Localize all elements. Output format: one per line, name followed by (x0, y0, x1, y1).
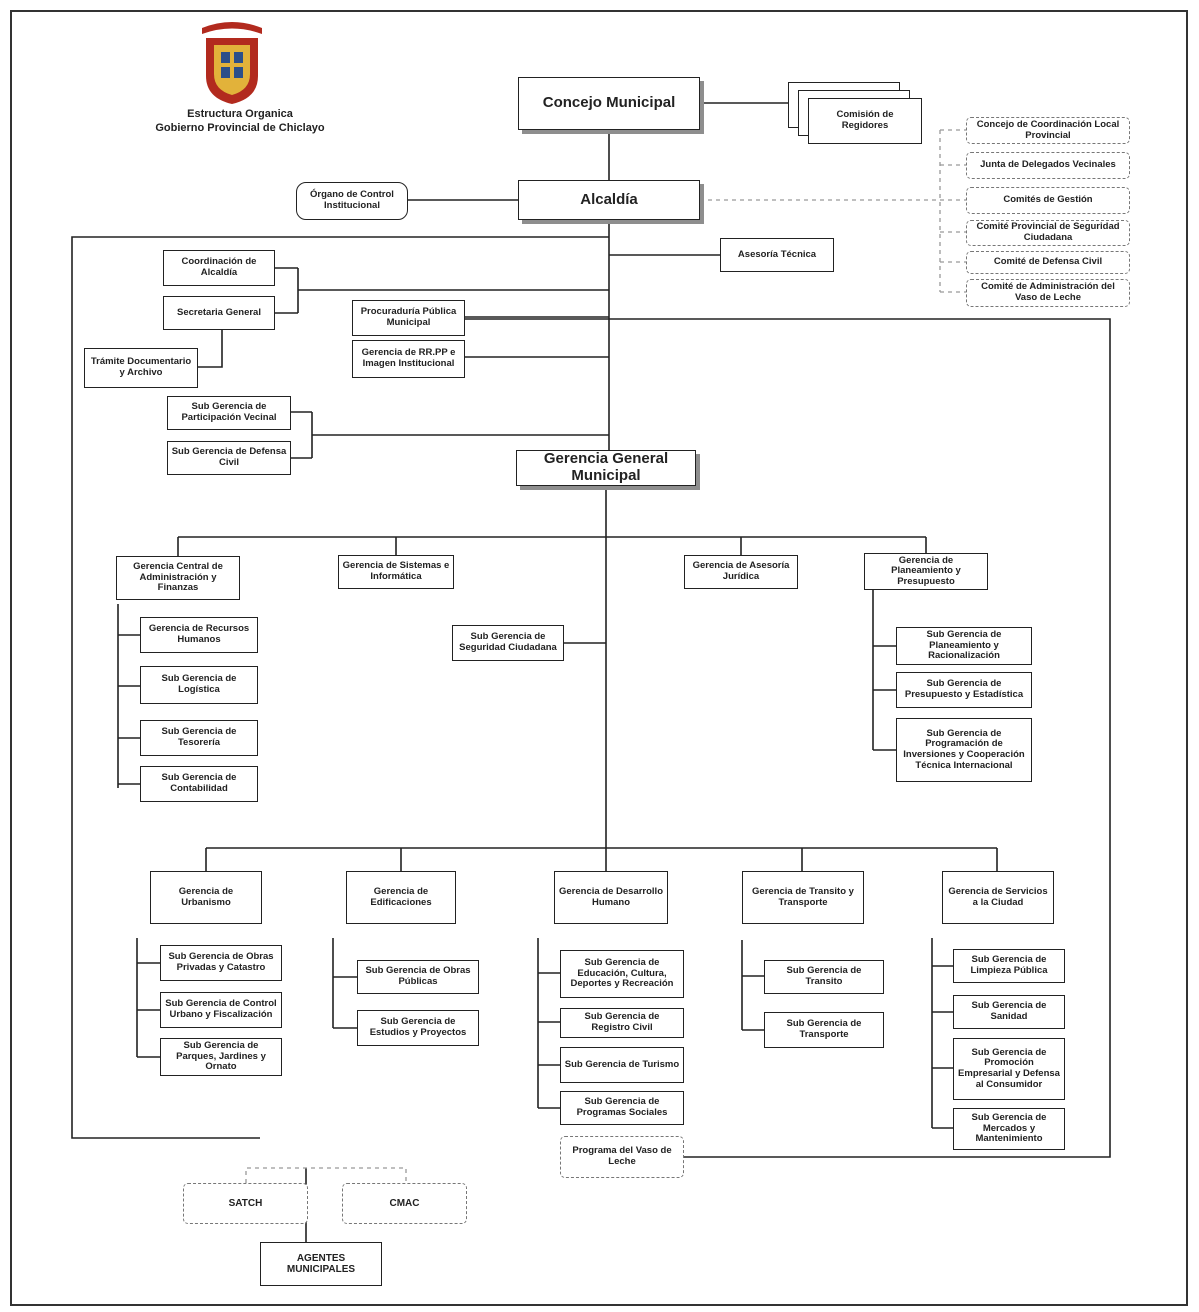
advisory-box[interactable]: Comité de Defensa Civil (966, 251, 1130, 274)
gerencia-urbanismo-box[interactable]: Gerencia de Urbanismo (150, 871, 262, 924)
procuraduria-box[interactable]: Procuraduría Pública Municipal (352, 300, 465, 336)
urbanismo-sub-box[interactable]: Sub Gerencia de Parques, Jardines y Orna… (160, 1038, 282, 1076)
participacion-vecinal-box[interactable]: Sub Gerencia de Participación Vecinal (167, 396, 291, 430)
plan-sub-box[interactable]: Sub Gerencia de Planeamiento y Racionali… (896, 627, 1032, 665)
title-line-2: Gobierno Provincial de Chiclayo (155, 121, 325, 134)
gerencia-planeamiento-box[interactable]: Gerencia de Planeamiento y Presupuesto (864, 553, 988, 590)
satch-box[interactable]: SATCH (183, 1183, 308, 1224)
asesoria-tecnica-box[interactable]: Asesoría Técnica (720, 238, 834, 272)
urbanismo-sub-box[interactable]: Sub Gerencia de Control Urbano y Fiscali… (160, 992, 282, 1028)
gerencia-servicios-box[interactable]: Gerencia de Servicios a la Ciudad (942, 871, 1054, 924)
advisory-box[interactable]: Comité Provincial de Seguridad Ciudadana (966, 220, 1130, 246)
gerencia-general-box[interactable]: Gerencia General Municipal (516, 450, 696, 486)
secretaria-general-box[interactable]: Secretaria General (163, 296, 275, 330)
servicios-sub-box[interactable]: Sub Gerencia de Mercados y Mantenimiento (953, 1108, 1065, 1150)
gerencia-edificaciones-box[interactable]: Gerencia de Edificaciones (346, 871, 456, 924)
page-frame (10, 10, 1188, 1306)
chart-title: Estructura Organica Gobierno Provincial … (100, 108, 380, 136)
tramite-documentario-box[interactable]: Trámite Documentario y Archivo (84, 348, 198, 388)
asesoria-juridica-box[interactable]: Gerencia de Asesoría Jurídica (684, 555, 798, 589)
desarrollo-sub-box[interactable]: Sub Gerencia de Registro Civil (560, 1008, 684, 1038)
servicios-sub-box[interactable]: Sub Gerencia de Sanidad (953, 995, 1065, 1029)
plan-sub-box[interactable]: Sub Gerencia de Programación de Inversio… (896, 718, 1032, 782)
concejo-municipal-box[interactable]: Concejo Municipal (518, 77, 700, 130)
desarrollo-sub-box[interactable]: Sub Gerencia de Turismo (560, 1047, 684, 1083)
plan-sub-box[interactable]: Sub Gerencia de Presupuesto y Estadístic… (896, 672, 1032, 708)
gerencia-sistemas-box[interactable]: Gerencia de Sistemas e Informática (338, 555, 454, 589)
comision-regidores-box[interactable]: Comisión de Regidores (808, 98, 922, 144)
title-line-1: Estructura Organica (187, 108, 293, 120)
gerencia-transito-box[interactable]: Gerencia de Transito y Transporte (742, 871, 864, 924)
admin-sub-box[interactable]: Sub Gerencia de Logística (140, 666, 258, 704)
advisory-box[interactable]: Comités de Gestión (966, 187, 1130, 214)
transito-sub-box[interactable]: Sub Gerencia de Transporte (764, 1012, 884, 1048)
admin-sub-box[interactable]: Gerencia de Recursos Humanos (140, 617, 258, 653)
advisory-box[interactable]: Junta de Delegados Vecinales (966, 152, 1130, 179)
seguridad-ciudadana-box[interactable]: Sub Gerencia de Seguridad Ciudadana (452, 625, 564, 661)
servicios-sub-box[interactable]: Sub Gerencia de Promoción Empresarial y … (953, 1038, 1065, 1100)
admin-sub-box[interactable]: Sub Gerencia de Tesorería (140, 720, 258, 756)
advisory-box[interactable]: Comité de Administración del Vaso de Lec… (966, 279, 1130, 307)
alcaldia-box[interactable]: Alcaldía (518, 180, 700, 220)
advisory-box[interactable]: Concejo de Coordinación Local Provincial (966, 117, 1130, 144)
vaso-leche-box[interactable]: Programa del Vaso de Leche (560, 1136, 684, 1178)
admin-sub-box[interactable]: Sub Gerencia de Contabilidad (140, 766, 258, 802)
servicios-sub-box[interactable]: Sub Gerencia de Limpieza Pública (953, 949, 1065, 983)
coat-of-arms-icon (202, 22, 262, 104)
coordinacion-alcaldia-box[interactable]: Coordinación de Alcaldía (163, 250, 275, 286)
desarrollo-sub-box[interactable]: Sub Gerencia de Programas Sociales (560, 1091, 684, 1125)
defensa-civil-box[interactable]: Sub Gerencia de Defensa Civil (167, 441, 291, 475)
edificaciones-sub-box[interactable]: Sub Gerencia de Estudios y Proyectos (357, 1010, 479, 1046)
organo-control-box[interactable]: Órgano de Control Institucional (296, 182, 408, 220)
gerencia-desarrollo-box[interactable]: Gerencia de Desarrollo Humano (554, 871, 668, 924)
gerencia-administracion-box[interactable]: Gerencia Central de Administración y Fin… (116, 556, 240, 600)
agentes-municipales-box[interactable]: AGENTES MUNICIPALES (260, 1242, 382, 1286)
gerencia-rrpp-box[interactable]: Gerencia de RR.PP e Imagen Institucional (352, 340, 465, 378)
desarrollo-sub-box[interactable]: Sub Gerencia de Educación, Cultura, Depo… (560, 950, 684, 998)
urbanismo-sub-box[interactable]: Sub Gerencia de Obras Privadas y Catastr… (160, 945, 282, 981)
cmac-box[interactable]: CMAC (342, 1183, 467, 1224)
edificaciones-sub-box[interactable]: Sub Gerencia de Obras Públicas (357, 960, 479, 994)
transito-sub-box[interactable]: Sub Gerencia de Transito (764, 960, 884, 994)
